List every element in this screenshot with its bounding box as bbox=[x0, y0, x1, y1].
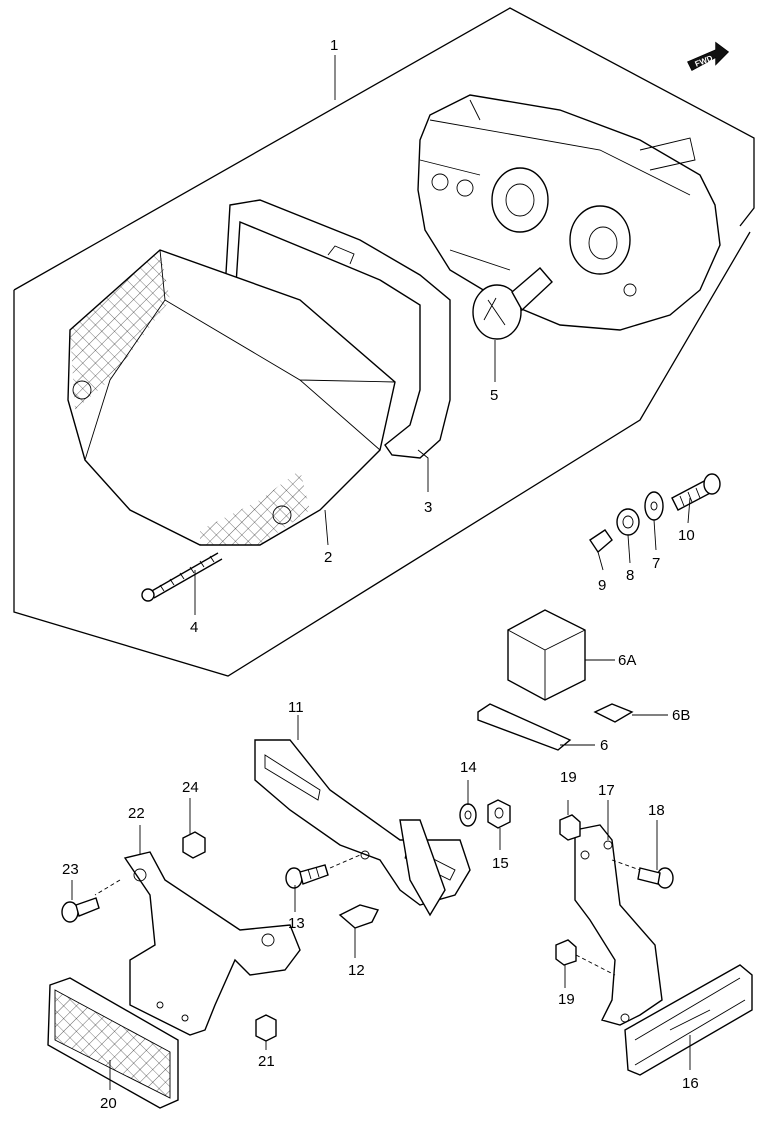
gasket-part bbox=[224, 199, 451, 459]
washer-14-part bbox=[459, 803, 477, 827]
fwd-label: FWD bbox=[694, 53, 714, 68]
callout-19b: 19 bbox=[558, 991, 575, 1008]
bracket-17-part bbox=[574, 824, 663, 1026]
callout-21: 21 bbox=[258, 1053, 275, 1070]
cap-12-part bbox=[338, 904, 380, 929]
nut-19b-part bbox=[555, 939, 616, 976]
callout-9: 9 bbox=[598, 577, 606, 594]
callout-12: 12 bbox=[348, 962, 365, 979]
fwd-arrow-icon: FWD bbox=[687, 41, 730, 71]
bulb-part bbox=[472, 267, 553, 340]
callout-10: 10 bbox=[678, 527, 695, 544]
foam-pad-6B bbox=[593, 703, 634, 723]
foam-cube-6A bbox=[507, 609, 586, 701]
nut-19a-part bbox=[559, 814, 581, 841]
nut-15-part bbox=[487, 799, 511, 829]
nut-21-part bbox=[255, 1014, 277, 1042]
callout-6: 6 bbox=[600, 737, 608, 754]
callout-7: 7 bbox=[652, 555, 660, 572]
callout-8: 8 bbox=[626, 567, 634, 584]
callout-24: 24 bbox=[182, 779, 199, 796]
callout-19a: 19 bbox=[560, 769, 577, 786]
callout-4: 4 bbox=[190, 619, 198, 636]
callout-6A: 6A bbox=[618, 652, 636, 669]
callout-2: 2 bbox=[324, 549, 332, 566]
lamp-housing bbox=[417, 94, 721, 331]
callout-13: 13 bbox=[288, 915, 305, 932]
callout-15: 15 bbox=[492, 855, 509, 872]
screw-23-part bbox=[61, 897, 100, 923]
callout-14: 14 bbox=[460, 759, 477, 776]
screw-4-part bbox=[141, 552, 223, 602]
callout-18: 18 bbox=[648, 802, 665, 819]
callout-16: 16 bbox=[682, 1075, 699, 1092]
foam-strip-6 bbox=[477, 703, 572, 751]
callout-20: 20 bbox=[100, 1095, 117, 1112]
screw-18-part bbox=[611, 859, 674, 889]
callout-22: 22 bbox=[128, 805, 145, 822]
bolt-13-part bbox=[285, 854, 361, 889]
callout-1: 1 bbox=[330, 37, 338, 54]
lens-part bbox=[67, 249, 396, 546]
bracket-22-part bbox=[94, 851, 301, 1036]
reflector-20-part bbox=[47, 977, 179, 1109]
callout-11: 11 bbox=[288, 699, 304, 716]
callout-6B: 6B bbox=[672, 707, 690, 724]
leader-lines bbox=[71, 55, 691, 1090]
nut-24-part bbox=[182, 831, 206, 859]
bracket-11-part bbox=[254, 739, 471, 917]
callout-5: 5 bbox=[490, 387, 498, 404]
hardware-cluster bbox=[589, 473, 721, 554]
callout-3: 3 bbox=[424, 499, 432, 516]
reflector-16-part bbox=[624, 964, 753, 1076]
assembly-boundary bbox=[13, 7, 755, 677]
callout-23: 23 bbox=[62, 861, 79, 878]
callout-17: 17 bbox=[598, 782, 615, 799]
